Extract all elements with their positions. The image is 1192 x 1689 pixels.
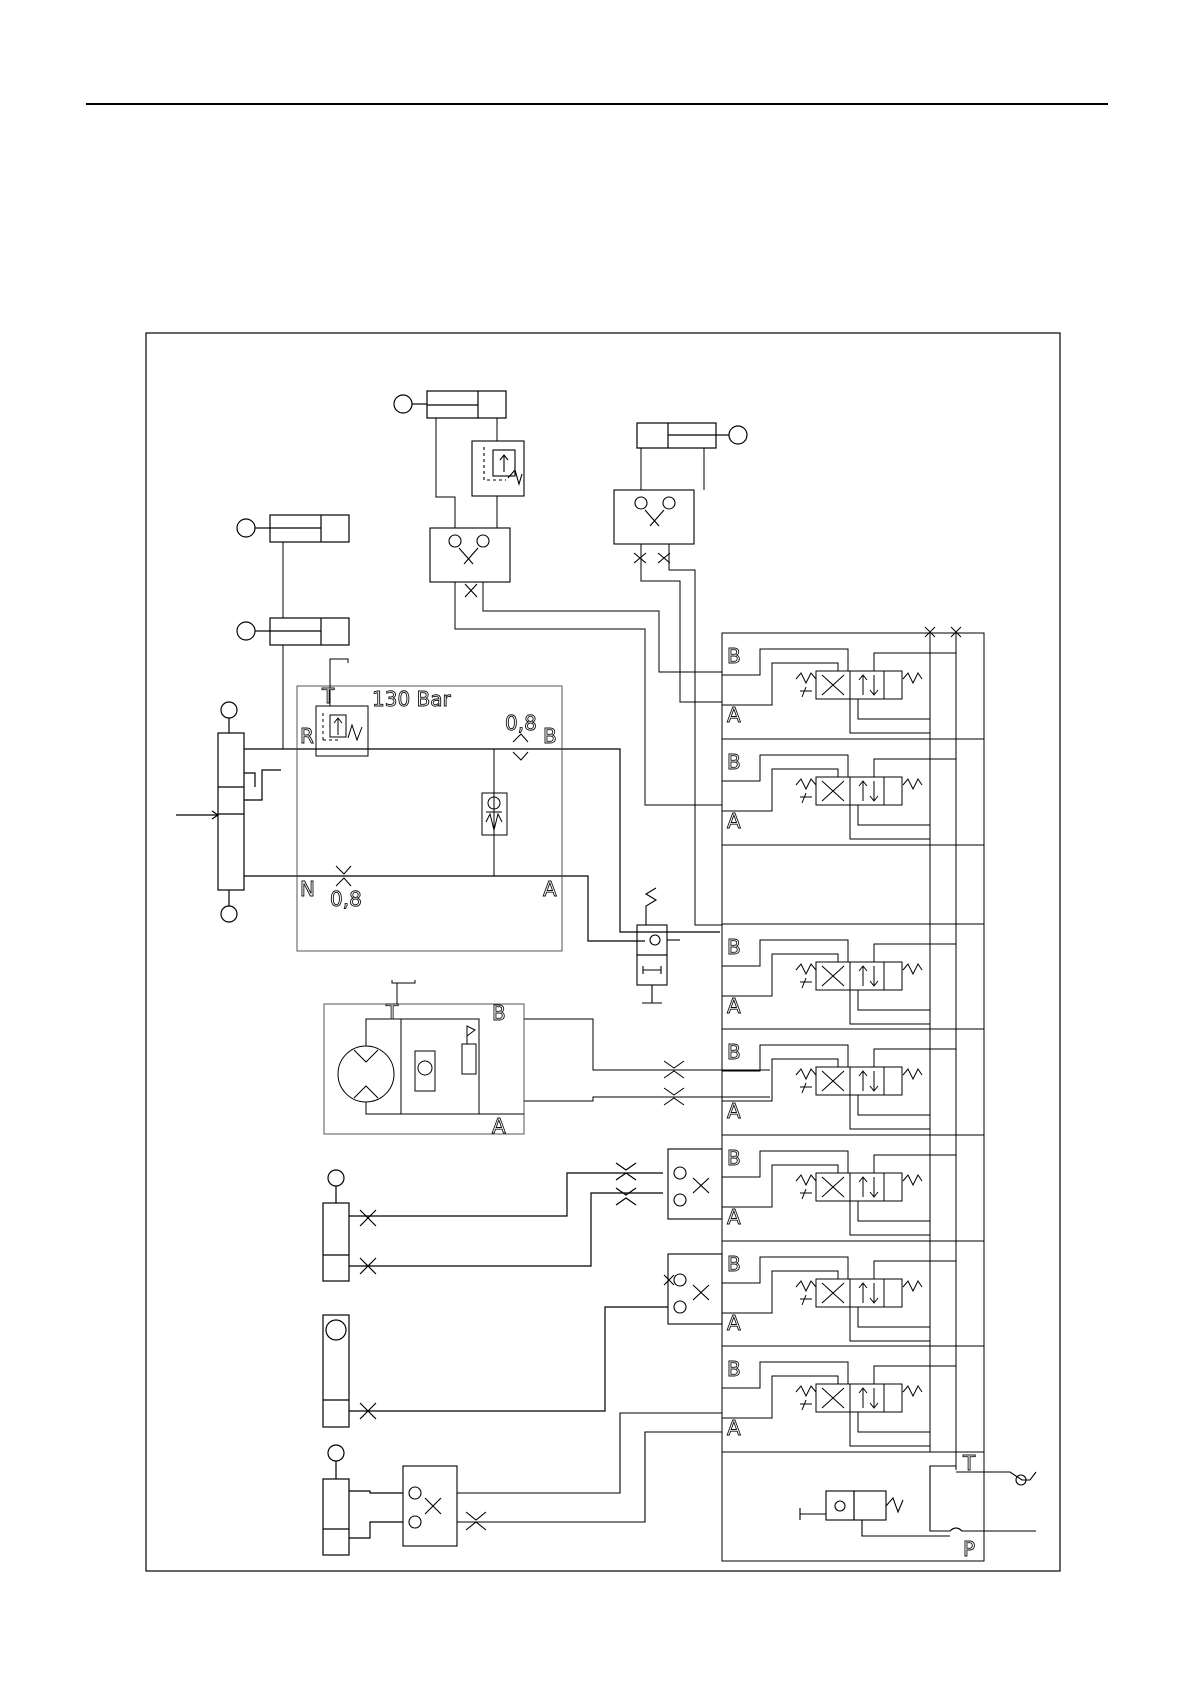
valve-port-a: A — [727, 1205, 741, 1229]
solenoid-valve-mid — [637, 888, 680, 1003]
relief-port-a: A — [543, 877, 557, 901]
valve-port-b: B — [727, 1146, 741, 1170]
motor-port-t: T — [385, 1000, 399, 1024]
valve-port-b: B — [727, 1040, 741, 1064]
left-cylinder-lower — [237, 618, 349, 645]
valve-port-a: A — [727, 1099, 741, 1123]
valve-port-b: B — [727, 644, 741, 668]
valve-port-a: A — [727, 703, 741, 727]
valve-port-b: B — [727, 935, 741, 959]
orifice-top-label: 0,8 — [505, 711, 537, 735]
valve-port-b: B — [727, 750, 741, 774]
lock-valve-lower-2 — [664, 1254, 722, 1324]
inlet-port-p: P — [963, 1537, 975, 1561]
left-cylinder-upper — [237, 515, 349, 542]
lock-valve-top-right — [614, 490, 694, 563]
valve-port-b: B — [727, 1357, 741, 1381]
lock-valve-top-left — [430, 528, 510, 597]
valve-section — [722, 1362, 956, 1446]
top-cylinder-left — [394, 391, 506, 418]
relief-port-b: B — [543, 724, 557, 748]
diagram-frame — [146, 333, 1060, 1571]
valve-section — [722, 755, 956, 839]
lock-valve-lower-3 — [403, 1413, 722, 1546]
valve-section — [722, 1257, 956, 1341]
lower-cylinder-2 — [323, 1307, 668, 1427]
valve-port-a: A — [727, 994, 741, 1018]
valve-section — [722, 1045, 956, 1129]
relief-valve-top — [472, 441, 524, 496]
valve-bank-frame — [722, 627, 984, 1561]
valve-port-a: A — [727, 809, 741, 833]
valve-port-a: A — [727, 1311, 741, 1335]
vertical-double-cylinder — [176, 702, 720, 941]
relief-pressure-label: 130 Bar — [372, 687, 452, 711]
top-hoses — [436, 418, 722, 925]
lower-cylinder-3 — [323, 1445, 403, 1555]
inlet-port-t: T — [962, 1451, 976, 1475]
motor-port-b: B — [492, 1001, 506, 1025]
lock-valve-lower-1 — [668, 1149, 722, 1219]
relief-port-r: R — [300, 724, 314, 748]
valve-section — [722, 1151, 956, 1235]
valve-port-b: B — [727, 1252, 741, 1276]
valve-section — [722, 649, 956, 733]
inlet-section — [800, 1466, 1036, 1536]
valve-section — [722, 940, 956, 1024]
relief-port-t: T — [321, 684, 335, 708]
valve-port-a: A — [727, 1416, 741, 1440]
relief-port-n: N — [300, 877, 315, 901]
lower-cylinder-1 — [323, 1163, 663, 1281]
top-cylinder-right — [637, 423, 747, 448]
orifice-bottom-label: 0,8 — [330, 887, 362, 911]
motor-port-a: A — [492, 1114, 506, 1138]
